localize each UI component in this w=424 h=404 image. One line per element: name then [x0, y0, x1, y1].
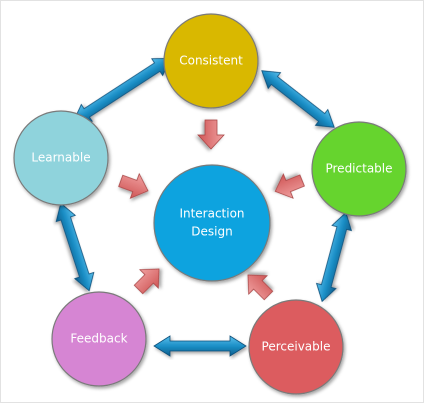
node-feedback-circle [51, 291, 147, 387]
node-perceivable-label: Perceivable [262, 340, 331, 354]
double-arrows [55, 57, 353, 357]
arrow-learnable-feedback [55, 202, 95, 292]
arrow-learnable-consistent [72, 57, 172, 123]
arrow-consistent-predictable [261, 70, 335, 128]
node-center-label-line1: Interaction [179, 207, 244, 221]
node-center: Interaction Design [153, 164, 271, 282]
arrow-feedback-perceivable [153, 335, 247, 357]
node-perceivable-circle [248, 299, 344, 395]
inward-arrows [118, 119, 305, 301]
node-consistent-label: Consistent [179, 54, 243, 68]
arrow-consistent-to-center [197, 119, 225, 150]
node-feedback-label: Feedback [70, 332, 127, 346]
node-predictable-circle [311, 121, 407, 217]
arrow-predictable-perceivable [315, 211, 353, 303]
node-learnable-label: Learnable [31, 151, 90, 165]
node-learnable: Learnable [13, 110, 109, 206]
node-learnable-circle [13, 110, 109, 206]
node-center-label-line2: Design [191, 225, 232, 239]
node-predictable-label: Predictable [325, 162, 392, 176]
node-consistent-circle [163, 13, 259, 109]
arrow-learnable-to-center [118, 172, 149, 199]
node-perceivable: Perceivable [248, 299, 344, 395]
node-feedback: Feedback [51, 291, 147, 387]
node-predictable: Predictable [311, 121, 407, 217]
arrow-perceivable-to-center [247, 274, 274, 301]
node-center-circle [153, 164, 271, 282]
arrow-predictable-to-center [274, 173, 305, 199]
arrow-feedback-to-center [133, 268, 160, 295]
node-consistent: Consistent [163, 13, 259, 109]
